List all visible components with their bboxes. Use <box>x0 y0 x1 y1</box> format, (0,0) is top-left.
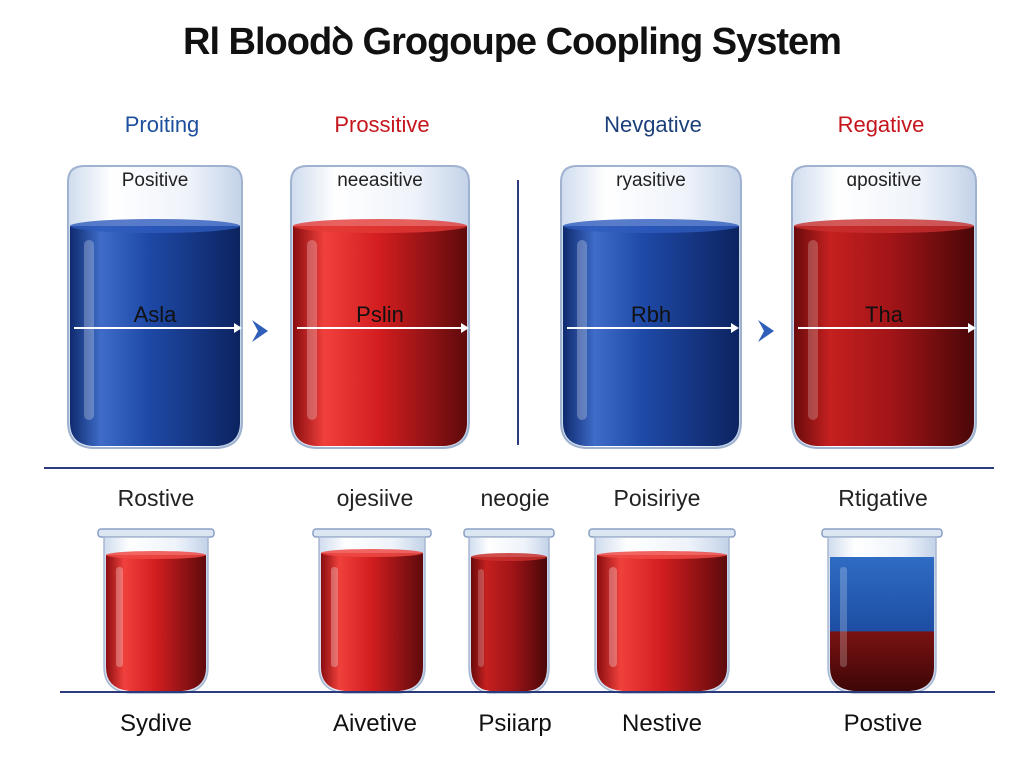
baseline <box>60 691 995 693</box>
beaker-label-bottom: Sydive <box>119 710 193 737</box>
beaker-label-bottom: Nestive <box>621 710 703 737</box>
diagram-title: Rl Bloodꝺ Grogoupe Coopling System <box>183 21 842 63</box>
beaker-label-top: Rostive <box>117 485 195 511</box>
arrow-right-icon <box>252 320 268 342</box>
beaker-label-top: Poisiriye <box>613 485 701 511</box>
beaker-label-bottom: Postive <box>843 710 923 737</box>
beaker-label-top: ojesiive <box>336 485 414 511</box>
large-jar-negative-darkred: ɑpositive Tha <box>786 160 982 455</box>
header-positive-2: Prossitive <box>334 112 430 137</box>
header-negative-1: Nevgative <box>604 112 702 137</box>
large-jar-positive-red: neeasitive Pslin <box>285 160 475 455</box>
jar-top-label: ɑpositive <box>846 170 922 191</box>
large-jar-negative-blue: ryasitive Rbh <box>555 160 747 455</box>
small-beaker-darkred <box>462 527 556 697</box>
jar-mid-label: Pslin <box>356 302 404 327</box>
jar-top-label: neeasitive <box>337 170 423 191</box>
beaker-label-bottom: Psiiarp <box>478 710 552 737</box>
small-beaker-mixed <box>820 527 944 697</box>
jar-top-label: ryasitive <box>616 170 686 191</box>
large-jar-positive-blue: Positive Asla <box>62 160 248 455</box>
jar-mid-label: Asla <box>133 302 177 327</box>
beaker-label-top: neogie <box>480 485 550 511</box>
header-positive-1: Proiting <box>124 112 200 137</box>
jar-top-label: Positive <box>121 170 189 191</box>
header-negative-2: Regative <box>837 112 925 137</box>
small-beaker-red <box>96 527 216 697</box>
beaker-label-top: Rtigative <box>838 485 928 511</box>
small-beaker-red <box>587 527 737 697</box>
section-divider-vertical <box>517 180 519 445</box>
small-beaker-red <box>311 527 433 697</box>
jar-mid-label: Rbh <box>630 302 672 327</box>
jar-mid-label: Tha <box>865 302 903 327</box>
beaker-label-bottom: Aivetive <box>332 710 418 737</box>
arrow-right-icon <box>758 320 774 342</box>
section-divider-horizontal <box>44 467 994 469</box>
